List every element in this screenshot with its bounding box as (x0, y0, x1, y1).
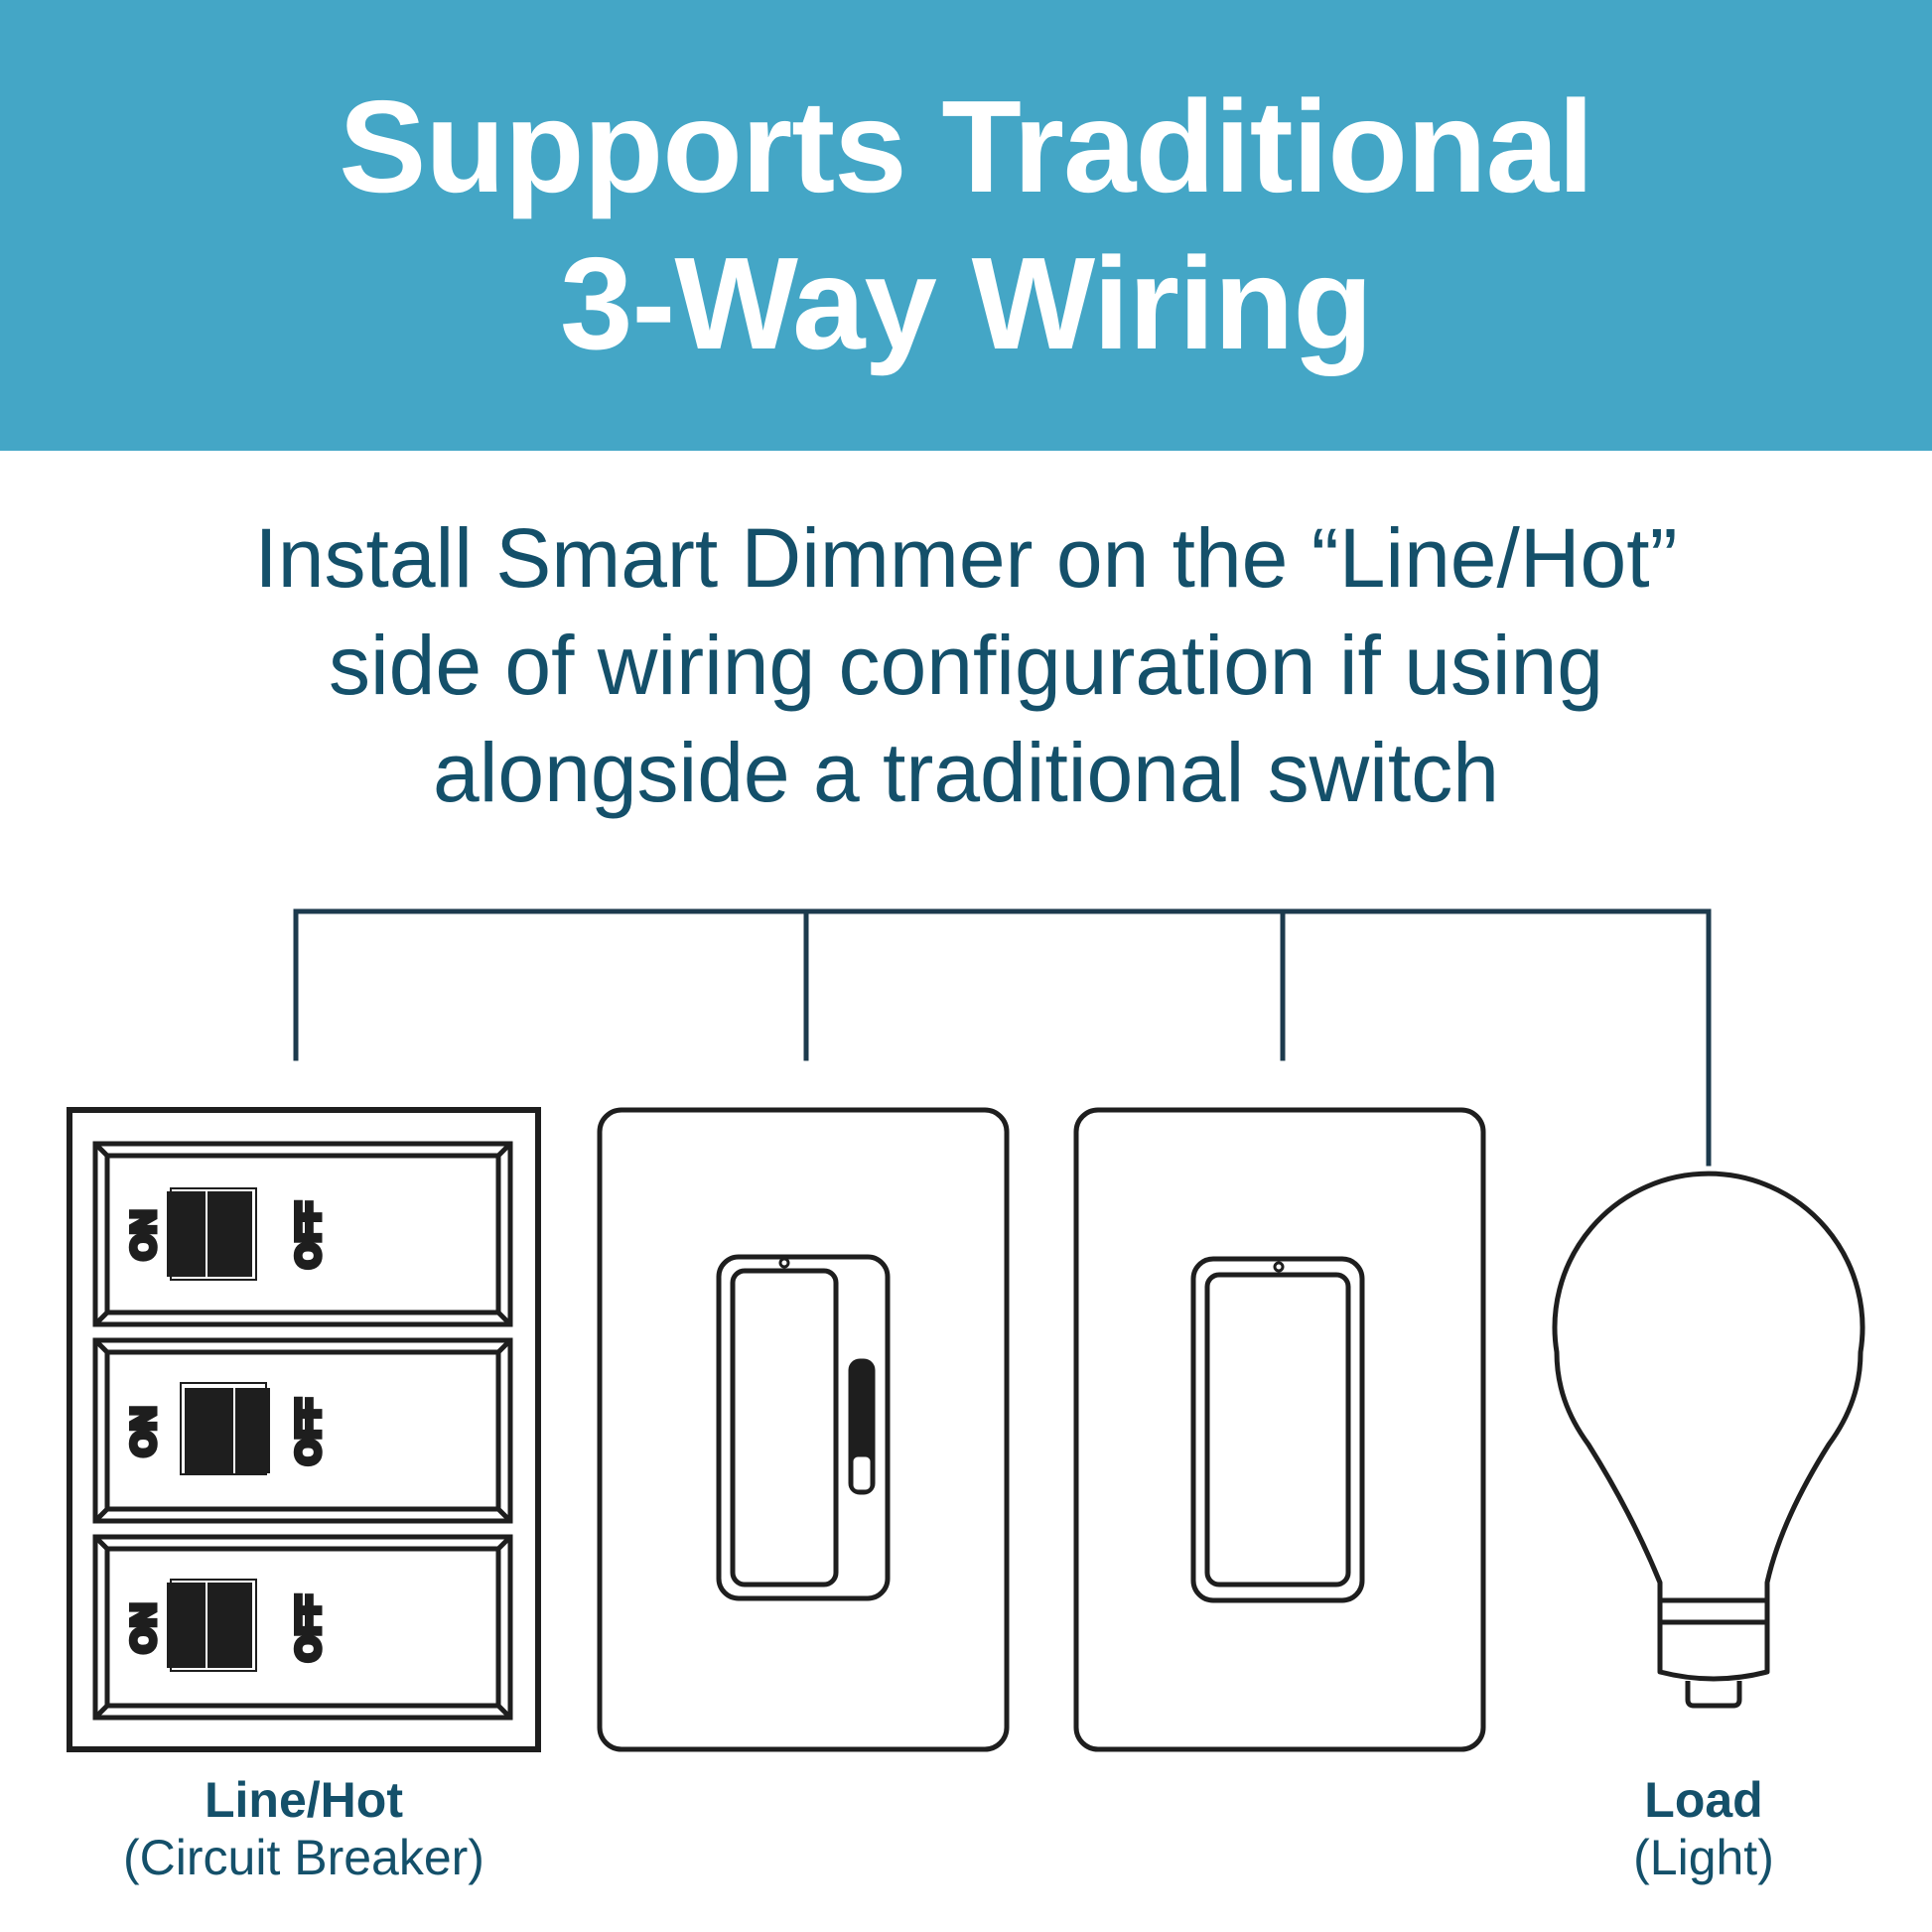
switch-wall-plate (1073, 1107, 1486, 1752)
circuit-breaker-icon: ON OFF ON OFF ON (67, 1107, 541, 1752)
breaker-row-3: ON OFF (92, 1534, 513, 1721)
instruction-line-3: alongside a traditional switch (433, 726, 1499, 819)
smart-dimmer-icon (597, 1107, 1010, 1752)
title-banner: Supports Traditional 3-Way Wiring (0, 0, 1932, 451)
dimmer-led (778, 1257, 790, 1269)
light-bulb-icon (1552, 1171, 1865, 1709)
line-hot-title: Line/Hot (205, 1772, 403, 1828)
dimmer-paddle (730, 1268, 839, 1587)
line-hot-caption: Line/Hot (Circuit Breaker) (69, 1771, 538, 1886)
breaker-1-on-label: ON (125, 1210, 163, 1261)
breaker-3-on-label: ON (125, 1603, 163, 1654)
load-subtitle: (Light) (1633, 1830, 1774, 1885)
instruction-line-1: Install Smart Dimmer on the “Line/Hot” (254, 511, 1678, 605)
breaker-3-off-label: OFF (290, 1594, 328, 1662)
breaker-2-on-label: ON (125, 1407, 163, 1457)
breaker-toggle-2 (185, 1388, 270, 1473)
bulb-glass (1552, 1171, 1865, 1603)
wire-bus (293, 908, 1712, 1167)
line-hot-subtitle: (Circuit Breaker) (123, 1830, 484, 1885)
bulb-contact (1685, 1681, 1742, 1709)
bulb-base-body (1657, 1622, 1770, 1682)
instruction-text: Install Smart Dimmer on the “Line/Hot” s… (0, 504, 1932, 826)
traditional-switch-icon (1073, 1107, 1486, 1752)
title-line-2: 3-Way Wiring (560, 230, 1373, 376)
breaker-panel-frame (67, 1107, 541, 1752)
breaker-toggle-3 (167, 1583, 252, 1668)
switch-paddle (1204, 1272, 1351, 1587)
bulb-base-top (1657, 1597, 1770, 1625)
instruction-line-2: side of wiring configuration if using (328, 619, 1604, 712)
load-title: Load (1644, 1772, 1763, 1828)
breaker-row-1: ON OFF (92, 1141, 513, 1327)
switch-led (1273, 1261, 1285, 1273)
breaker-row-2: ON OFF (92, 1337, 513, 1524)
breaker-toggle-1 (167, 1191, 252, 1277)
title-line-1: Supports Traditional (339, 73, 1593, 219)
breaker-2-off-label: OFF (290, 1398, 328, 1465)
switch-bezel (1190, 1256, 1365, 1603)
dimmer-wall-plate (597, 1107, 1010, 1752)
wiring-lines (293, 908, 1712, 1167)
dimmer-slider-knob (850, 1453, 874, 1493)
load-caption: Load (Light) (1555, 1771, 1853, 1886)
breaker-1-off-label: OFF (290, 1201, 328, 1269)
dimmer-bezel (716, 1254, 891, 1601)
